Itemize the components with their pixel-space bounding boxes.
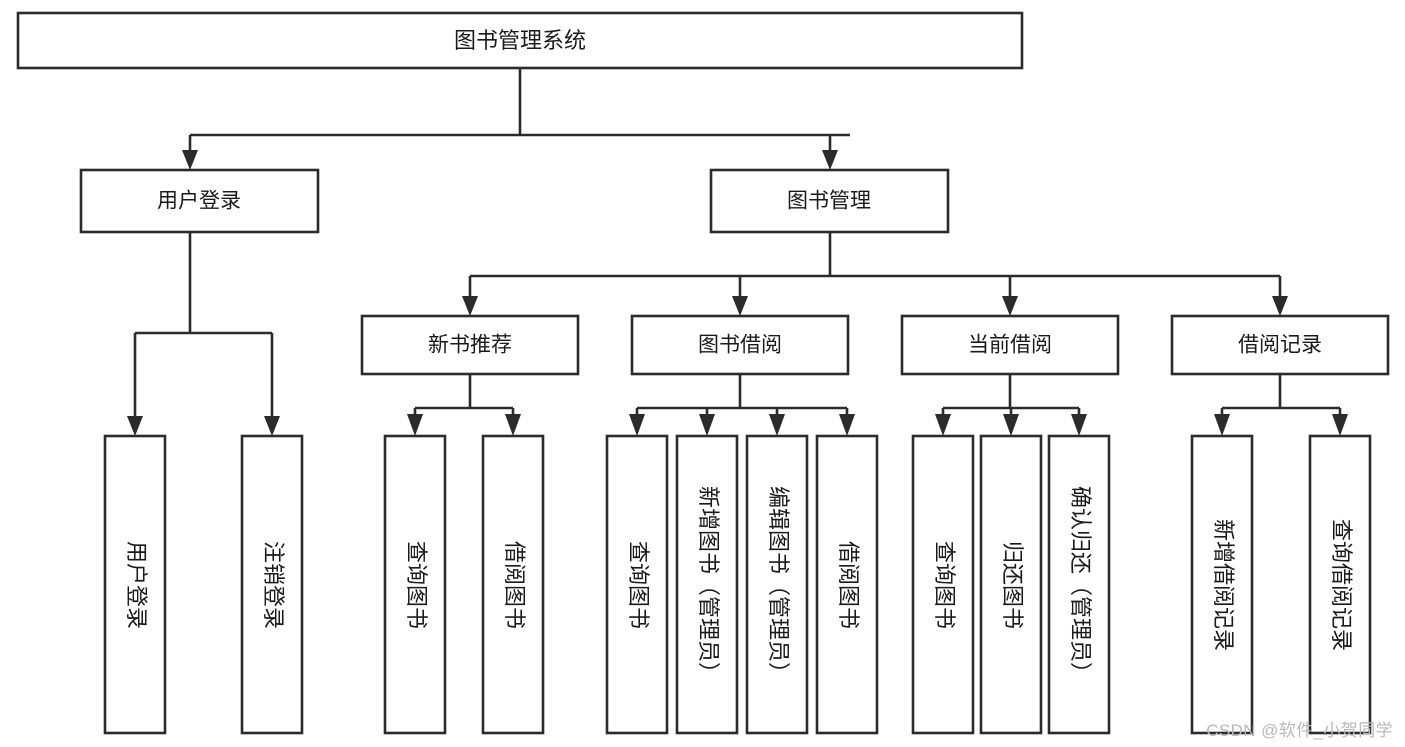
node-user-login-box: [79, 168, 320, 234]
node-current-borrow[interactable]: 当前借阅: [900, 314, 1120, 376]
leaf-br-add-record-label: 新增借阅记录: [1211, 519, 1236, 651]
leaf-logout-label: 注销登录: [261, 541, 286, 629]
connector-group-borrow-record: [1214, 374, 1348, 436]
arrow-head-leaf-br-query: [1332, 414, 1348, 436]
arrow-head-leaf-cb-return: [1003, 414, 1019, 436]
leaf-user-login-box: [103, 434, 167, 735]
node-root-system[interactable]: 图书管理系统: [16, 11, 1024, 70]
leaf-cb-return-book-label: 归还图书: [1000, 541, 1025, 629]
leaf-cb-return-book-box: [979, 434, 1043, 735]
node-book-management-box: [709, 168, 950, 234]
node-root-box: [16, 11, 1024, 70]
arrow-head-leaf-bb-borrow: [839, 414, 855, 436]
leaf-bb-borrow-book-box: [815, 434, 879, 735]
arrow-head-user-login: [182, 150, 198, 170]
leaf-logout-box: [240, 434, 304, 735]
arrow-head-borrow-record: [1272, 296, 1288, 316]
leaf-br-query-record-label: 查询借阅记录: [1329, 519, 1354, 651]
leaf-node-cb-query-book[interactable]: 查询图书: [911, 434, 975, 735]
connector-group-new-book-recommend: [407, 374, 521, 436]
node-user-login[interactable]: 用户登录: [79, 168, 320, 234]
connector-group-book-borrow: [629, 374, 855, 436]
arrow-head-current-borrow: [1002, 296, 1018, 316]
leaf-node-bb-query-book[interactable]: 查询图书: [605, 434, 669, 735]
connector-group-root: [182, 68, 850, 170]
leaf-br-query-record-box: [1308, 434, 1372, 735]
leaf-node-bb-borrow-book[interactable]: 借阅图书: [815, 434, 879, 735]
leaf-user-login-label: 用户登录: [124, 541, 149, 629]
arrow-head-new-book-recommend: [462, 296, 478, 316]
leaf-node-logout[interactable]: 注销登录: [240, 434, 304, 735]
node-borrow-record-label: 借阅记录: [1238, 334, 1322, 357]
node-book-borrow[interactable]: 图书借阅: [630, 314, 850, 376]
leaf-bb-edit-book-box: [745, 434, 809, 735]
leaf-bb-add-book-label: 新增图书（管理员）: [696, 486, 721, 684]
connector-group-current-borrow: [935, 374, 1087, 436]
arrow-head-book-mgmt: [822, 150, 838, 170]
node-new-book-recommend-box: [360, 314, 580, 376]
node-book-borrow-label: 图书借阅: [698, 334, 782, 357]
node-borrow-record-box: [1170, 314, 1390, 376]
node-user-login-label: 用户登录: [157, 190, 241, 213]
leaf-node-nbr-borrow-book[interactable]: 借阅图书: [481, 434, 545, 735]
leaf-bb-add-book-box: [675, 434, 739, 735]
node-current-borrow-box: [900, 314, 1120, 376]
leaf-bb-edit-book-label: 编辑图书（管理员）: [766, 486, 791, 684]
leaf-nbr-borrow-book-label: 借阅图书: [502, 541, 527, 629]
leaf-cb-query-book-label: 查询图书: [932, 541, 957, 629]
connector-group-book-mgmt: [462, 232, 1288, 316]
leaf-bb-query-book-box: [605, 434, 669, 735]
leaf-bb-query-book-label: 查询图书: [626, 541, 651, 629]
arrow-head-leaf-cb-confirm: [1071, 414, 1087, 436]
arrow-head-leaf-newbook-borrow: [505, 414, 521, 436]
leaf-node-br-query-record[interactable]: 查询借阅记录: [1308, 434, 1372, 735]
leaf-node-bb-add-book[interactable]: 新增图书（管理员）: [675, 434, 739, 735]
leaf-node-user-login[interactable]: 用户登录: [103, 434, 167, 735]
leaf-node-nbr-query-book[interactable]: 查询图书: [383, 434, 447, 735]
arrow-head-book-borrow: [732, 296, 748, 316]
arrow-head-leaf-logout: [264, 416, 280, 436]
arrow-head-leaf-br-add: [1214, 414, 1230, 436]
leaf-node-br-add-record[interactable]: 新增借阅记录: [1190, 434, 1254, 735]
arrow-head-leaf-cb-query: [935, 414, 951, 436]
leaf-nbr-borrow-book-box: [481, 434, 545, 735]
node-root-label: 图书管理系统: [454, 28, 586, 53]
leaf-cb-confirm-return-label: 确认归还（管理员）: [1068, 486, 1093, 684]
leaf-cb-query-book-box: [911, 434, 975, 735]
leaf-cb-confirm-return-box: [1047, 434, 1111, 735]
arrow-head-leaf-bb-add: [699, 414, 715, 436]
arrow-head-leaf-user-login: [127, 416, 143, 436]
arrow-head-leaf-bb-edit: [769, 414, 785, 436]
node-book-borrow-box: [630, 314, 850, 376]
node-current-borrow-label: 当前借阅: [968, 334, 1052, 357]
node-new-book-recommend[interactable]: 新书推荐: [360, 314, 580, 376]
leaf-nbr-query-book-box: [383, 434, 447, 735]
node-new-book-recommend-label: 新书推荐: [428, 334, 512, 357]
leaf-node-cb-return-book[interactable]: 归还图书: [979, 434, 1043, 735]
leaf-node-cb-confirm-return[interactable]: 确认归还（管理员）: [1047, 434, 1111, 735]
node-borrow-record[interactable]: 借阅记录: [1170, 314, 1390, 376]
connector-group-user-login: [127, 232, 280, 436]
leaf-br-add-record-box: [1190, 434, 1254, 735]
arrow-head-leaf-bb-query: [629, 414, 645, 436]
node-book-management[interactable]: 图书管理: [709, 168, 950, 234]
leaf-node-bb-edit-book[interactable]: 编辑图书（管理员）: [745, 434, 809, 735]
leaf-bb-borrow-book-label: 借阅图书: [836, 541, 861, 629]
node-book-management-label: 图书管理: [787, 190, 871, 213]
arrow-head-leaf-newbook-query: [407, 414, 423, 436]
leaf-nbr-query-book-label: 查询图书: [404, 541, 429, 629]
